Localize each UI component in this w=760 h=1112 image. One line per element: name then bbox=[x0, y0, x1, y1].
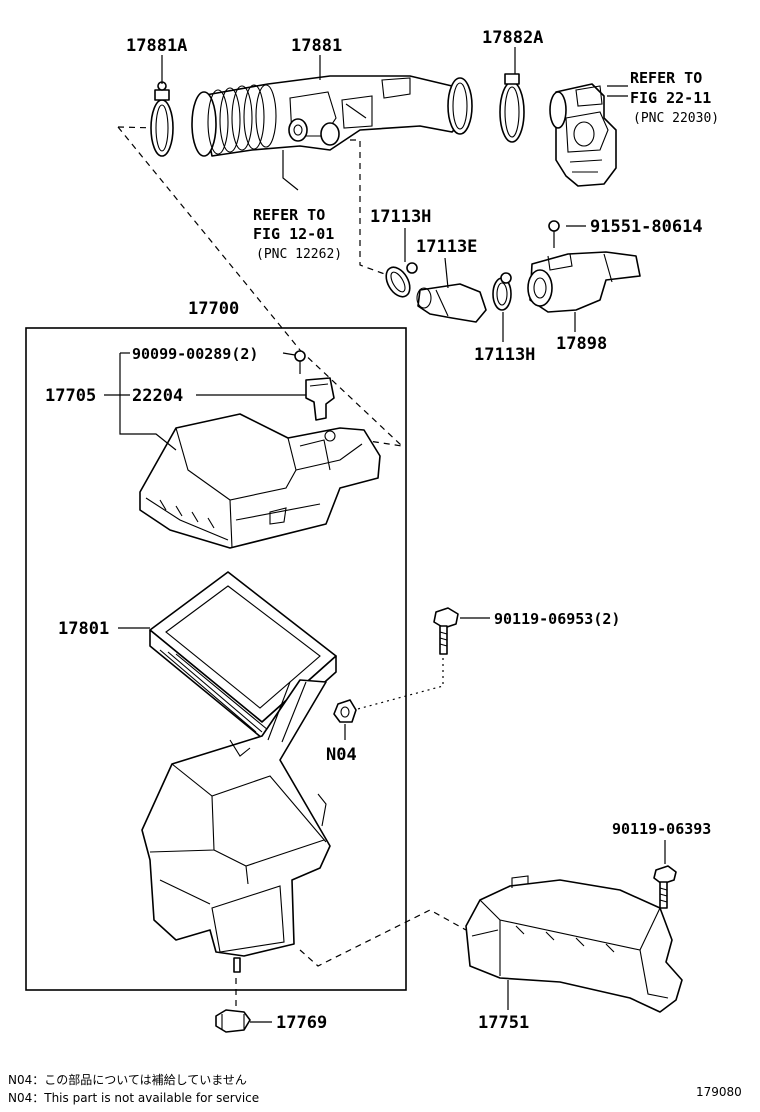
grommet-17769 bbox=[215, 1009, 251, 1033]
refer-fig-12-01-pnc: (PNC 12262) bbox=[256, 247, 342, 262]
refer-fig-12-01-line2: FIG 12-01 bbox=[253, 225, 334, 243]
clamp-17882A bbox=[499, 73, 525, 143]
note-en: N04：This part is not available for servi… bbox=[8, 1091, 259, 1105]
assembly-box-17700 bbox=[25, 327, 407, 991]
nut-N04 bbox=[333, 699, 357, 723]
callout-17705: 17705 bbox=[45, 386, 96, 406]
throttle-body bbox=[549, 83, 617, 187]
diagram-id: 179080 bbox=[696, 1085, 742, 1099]
hose-17113E bbox=[416, 283, 487, 323]
callout-17881A: 17881A bbox=[126, 36, 187, 56]
callout-17113H-top: 17113H bbox=[370, 207, 431, 227]
callout-17898: 17898 bbox=[556, 334, 607, 354]
clamp-17113H-bottom bbox=[492, 272, 512, 311]
callout-17881: 17881 bbox=[291, 36, 342, 56]
leader-lines bbox=[104, 47, 666, 1023]
callout-N04: N04 bbox=[326, 745, 357, 765]
screw-90099 bbox=[294, 350, 306, 374]
callout-90119-06393: 90119-06393 bbox=[612, 820, 711, 838]
callout-17113H-bottom: 17113H bbox=[474, 345, 535, 365]
callout-17113E: 17113E bbox=[416, 237, 477, 257]
clamp-17113H-top bbox=[385, 262, 418, 298]
air-cleaner-case bbox=[141, 679, 331, 973]
air-cleaner-cap bbox=[139, 413, 381, 549]
callout-17769: 17769 bbox=[276, 1013, 327, 1033]
refer-fig-12-01-line1: REFER TO bbox=[253, 206, 325, 224]
refer-fig-22-11-line2: FIG 22-11 bbox=[630, 89, 711, 107]
note-jp: N04：この部品については補給していません bbox=[8, 1072, 247, 1087]
refer-fig-22-11-pnc: (PNC 22030) bbox=[633, 111, 719, 126]
callout-17882A: 17882A bbox=[482, 28, 543, 48]
callout-17751: 17751 bbox=[478, 1013, 529, 1033]
bolt-90119-06393 bbox=[653, 865, 677, 909]
callout-17801: 17801 bbox=[58, 619, 109, 639]
callout-90099-00289: 90099-00289(2) bbox=[132, 345, 258, 363]
refer-fig-22-11-line1: REFER TO bbox=[630, 69, 702, 87]
inlet-duct-17751 bbox=[465, 875, 683, 1013]
callout-90119-06953: 90119-06953(2) bbox=[494, 610, 620, 628]
callout-91551-80614: 91551-80614 bbox=[590, 217, 703, 237]
callout-17700: 17700 bbox=[188, 299, 239, 319]
callout-22204: 22204 bbox=[132, 386, 183, 406]
resonator-17898 bbox=[527, 220, 641, 313]
clamp-17881A bbox=[150, 81, 174, 157]
sensor-22204 bbox=[305, 377, 335, 421]
intake-hose-17881 bbox=[191, 75, 473, 157]
bolt-90119-06953 bbox=[433, 607, 459, 655]
